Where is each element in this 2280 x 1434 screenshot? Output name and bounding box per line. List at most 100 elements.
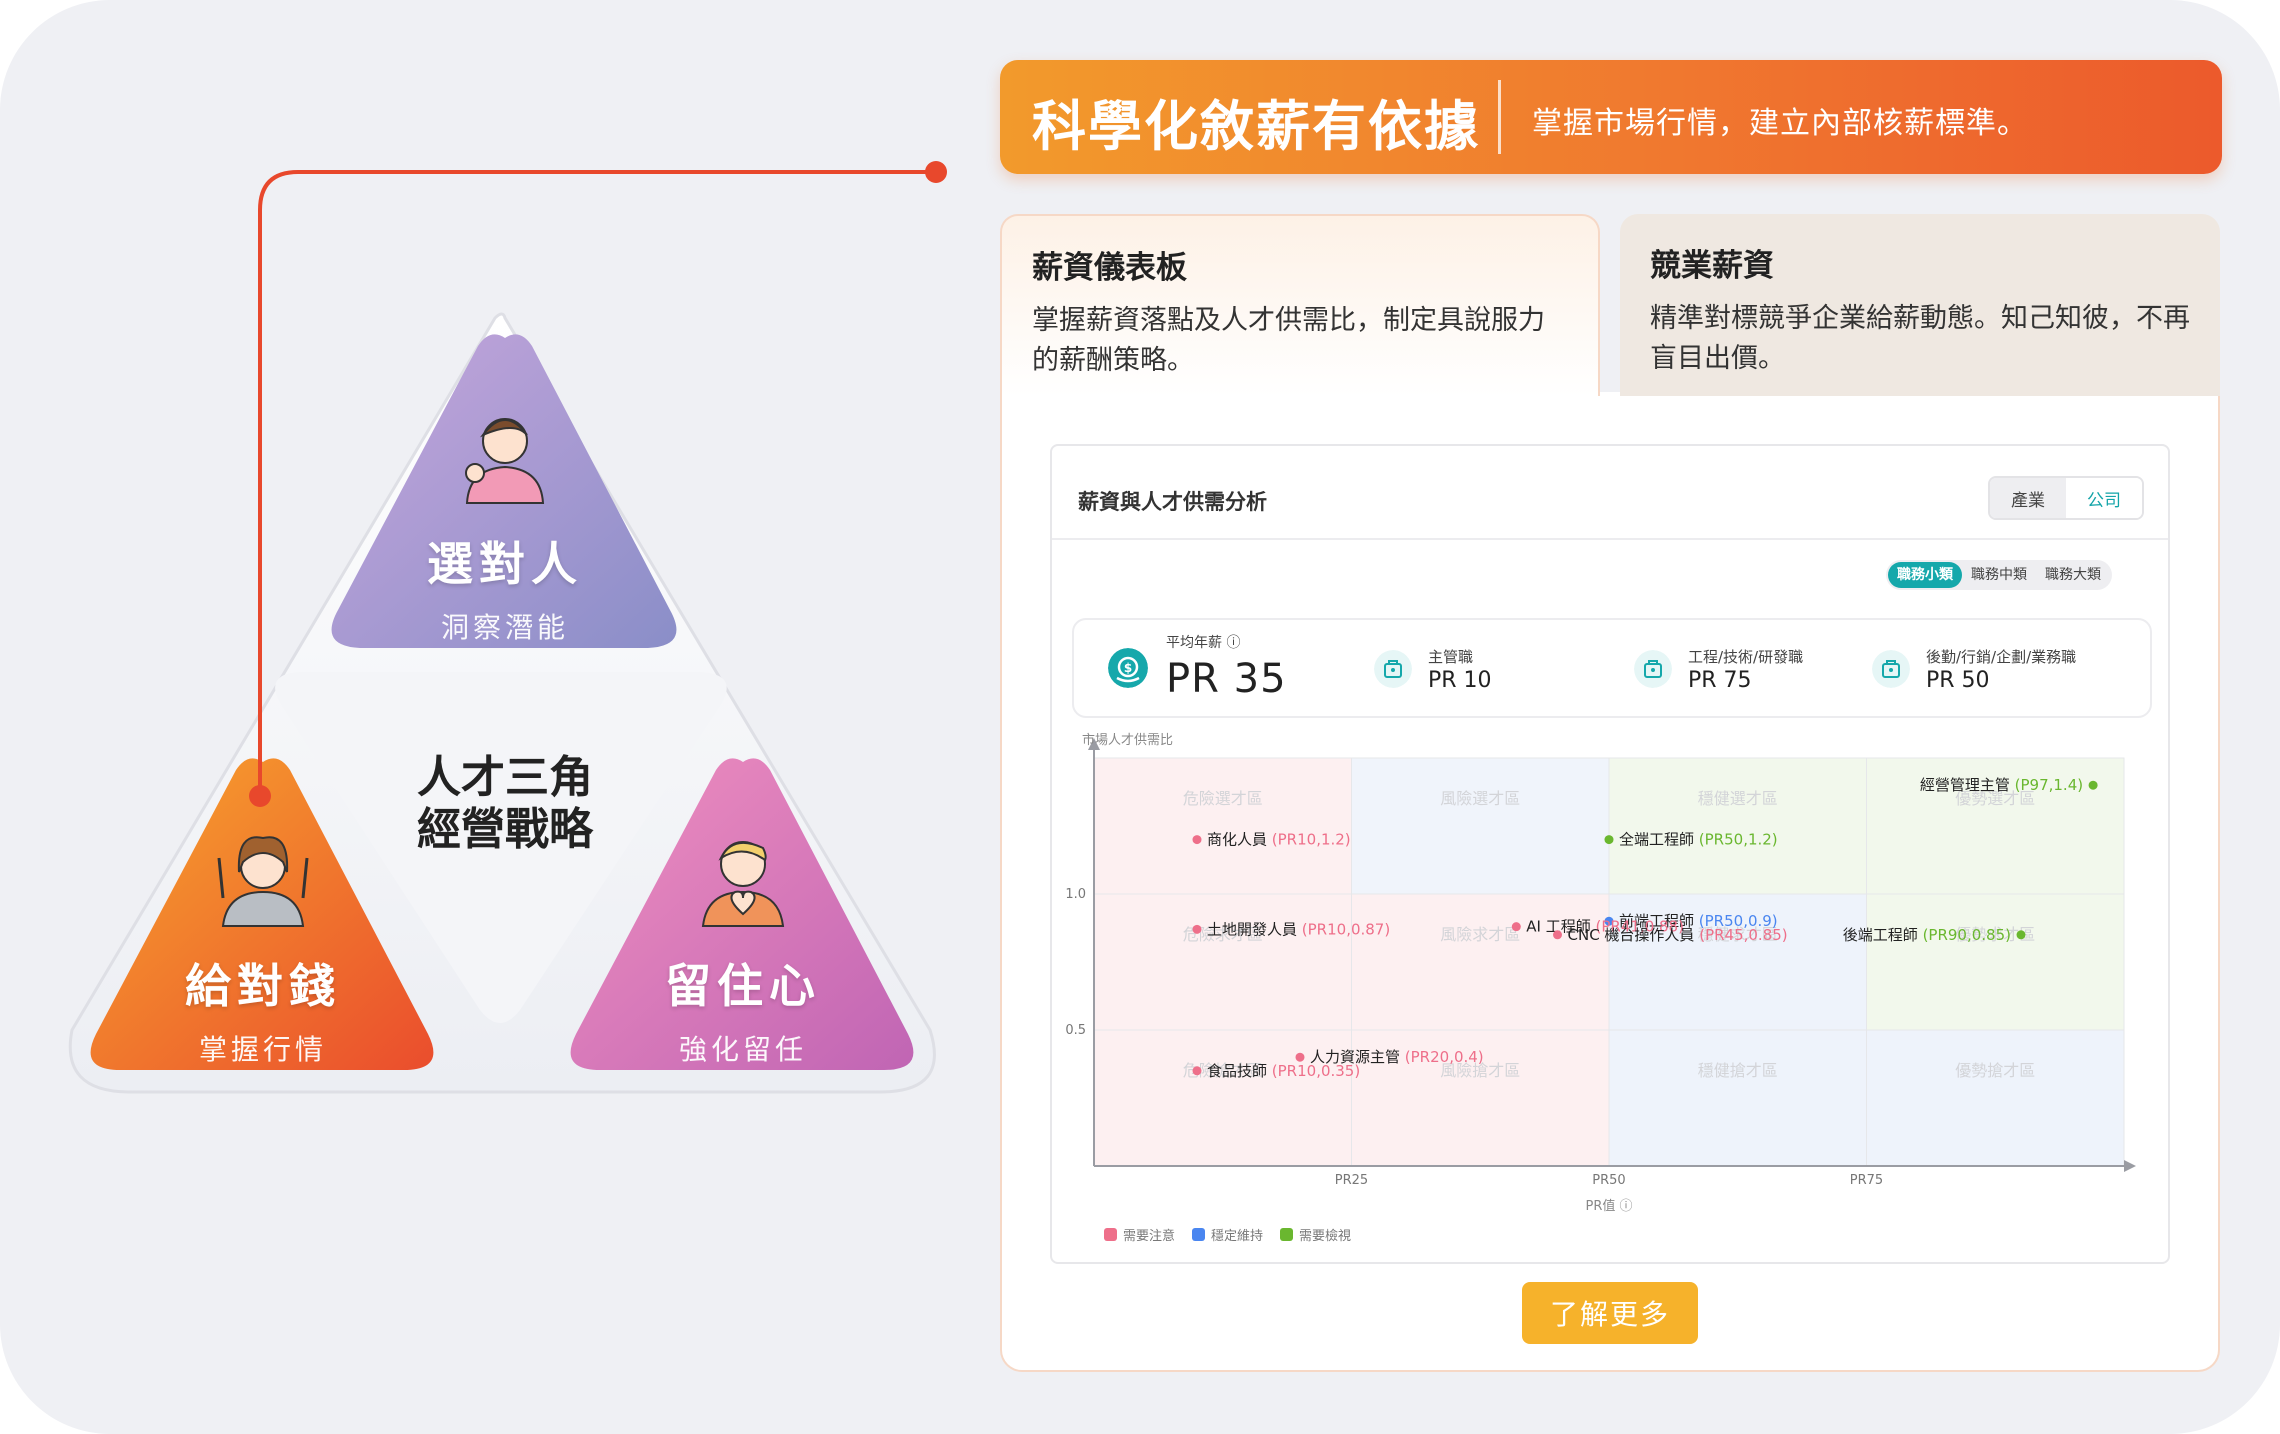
legend-label: 穩定維持 [1211,1229,1263,1244]
stat-average-salary: $ 平均年薪 ⓘ PR 35 [1074,620,1374,716]
chart-zone [1608,757,1867,895]
chart-zone-label: 優勢選才區 [1955,789,2035,808]
top-triangle-text: 選對人 洞察潛能 [405,528,605,646]
banner-title: 科學化敘薪有依據 [1032,95,1480,158]
legend-swatch [1280,1228,1293,1241]
level-option-medium[interactable]: 職務中類 [1971,567,2027,583]
dashboard-title: 薪資與人才供需分析 [1078,490,1267,514]
chart-zone-label: 風險求才區 [1440,925,1520,944]
right-triangle-subtitle: 強化留任 [678,1033,807,1066]
header-banner: 科學化敘薪有依據 掌握市場行情，建立內部核薪標準。 [1000,60,2222,174]
diagram-center-title: 人才三角 經營戰略 [380,752,630,856]
center-title-line2: 經營戰略 [417,804,593,855]
card-divider [1052,538,2168,540]
data-point-label: CNC 機台操作人員 (PR45,0.85) [1568,926,1788,944]
level-option-large[interactable]: 職務大類 [2045,567,2101,583]
right-triangle-text: 留住心 強化留任 [643,950,843,1068]
legend-label: 需要注意 [1123,1228,1175,1244]
person-heart-icon [701,841,785,927]
chart-zone [1866,1029,2125,1167]
chart-zone [1608,893,1867,1031]
left-triangle-text: 給對錢 掌握行情 [163,950,363,1068]
briefcase-icon [1872,650,1910,688]
scope-toggle: 產業 公司 [1988,476,2144,520]
left-triangle-subtitle: 掌握行情 [198,1033,327,1066]
x-axis-arrow [2124,1160,2136,1172]
data-point-label: AI 工程師 (PR41,0.88) [1526,918,1684,936]
top-triangle-subtitle: 洞察潛能 [440,611,569,644]
legend-label: 需要檢視 [1299,1228,1351,1244]
scope-option-company[interactable]: 公司 [2066,478,2142,518]
stat-value: PR 10 [1428,668,1492,693]
chart-zone [1866,757,2125,895]
right-triangle-title: 留住心 [665,959,821,1013]
connector-end-dot [925,161,947,183]
data-point [1192,1066,1202,1076]
level-toggle: 職務小類 職務中類 職務大類 [1886,560,2112,590]
left-triangle-title: 給對錢 [185,959,341,1013]
y-axis-arrow [1088,738,1100,750]
data-point-label: 經營管理主管 (P97,1.4) [1920,776,2083,794]
talent-triangle-diagram [68,170,936,1094]
dashboard-card: 薪資與人才供需分析 產業 公司 職務小類 職務中類 職務大類 $ 平均年薪 ⓘ … [1050,444,2170,1264]
stat-label: 工程/技術/研發職 [1688,648,1804,666]
stat-manager: 主管職 PR 10 [1374,620,1634,716]
data-point [1553,930,1562,940]
chart-zone [1866,893,2125,1031]
supply-demand-chart: 危險選才區風險選才區穩健選才區優勢選才區危險求才區風險求才區穩健求才區優勢求才區… [1065,732,2136,1244]
chart-zone [1608,1029,1867,1167]
chart-zone [1093,893,1352,1031]
top-triangle-title: 選對人 [427,537,583,591]
stat-value: PR 35 [1166,656,1287,702]
chart-zone-label: 穩健選才區 [1698,789,1778,808]
y-tick-label: 0.5 [1065,1023,1086,1038]
data-point-label: 土地開發人員 (PR10,0.87) [1207,920,1390,938]
person-thumbsup-icon [465,418,545,504]
x-tick-label: PR50 [1592,1173,1625,1188]
chart-zone [1093,757,1352,895]
stat-label: 後勤/行銷/企劃/業務職 [1926,648,2077,666]
chart-zone-label: 危險搶才區 [1183,1061,1263,1080]
tab-description: 掌握薪資落點及人才供需比，制定具說服力的薪酬策略。 [1032,305,1545,376]
tab-description: 精準對標競爭企業給薪動態。知己知彼，不再盲目出價。 [1650,303,2190,374]
stats-summary: $ 平均年薪 ⓘ PR 35 主管職 PR 10 [1072,618,2152,718]
data-point-label: 後端工程師 (PR90,0.85) [1843,926,2011,944]
connector-start-dot [249,785,271,807]
person-cheer-icon [217,836,309,927]
stat-value: PR 75 [1688,668,1752,693]
chart-zone-label: 穩健搶才區 [1698,1061,1778,1080]
chart-zone-label: 危險選才區 [1183,789,1263,808]
data-point-label: 全端工程師 (PR50,1.2) [1619,831,1778,849]
tab-competitor-salary[interactable]: 競業薪資 精準對標競爭企業給薪動態。知己知彼，不再盲目出價。 [1620,214,2220,396]
data-point-label: 人力資源主管 (PR20,0.4) [1310,1048,1484,1066]
stat-engineering: 工程/技術/研發職 PR 75 [1634,620,1894,716]
money-icon: $ [1108,648,1148,688]
legend-swatch [1192,1228,1205,1241]
data-point-label: 前端工程師 (PR50,0.9) [1619,912,1778,930]
center-triangle [275,672,727,1023]
chart-zone-label: 風險搶才區 [1440,1061,1520,1080]
data-point-label: 商化人員 (PR10,1.2) [1207,831,1351,849]
level-option-small[interactable]: 職務小類 [1888,562,1962,588]
data-point [1192,924,1202,934]
y-tick-label: 1.0 [1065,887,1086,902]
tab-salary-dashboard[interactable]: 薪資儀表板 掌握薪資落點及人才供需比，制定具說服力的薪酬策略。 [1000,214,1600,396]
chart-zone-label: 穩健求才區 [1698,925,1778,944]
svg-text:$: $ [1124,661,1132,675]
chart-zone-label: 危險求才區 [1183,925,1263,944]
stat-logistics: 後勤/行銷/企劃/業務職 PR 50 [1872,620,2152,716]
connector-line [258,170,935,796]
chart-zone [1093,1029,1352,1167]
tab-title: 競業薪資 [1650,248,1774,284]
data-point [1192,835,1202,845]
learn-more-button[interactable]: 了解更多 [1522,1282,1698,1344]
center-title-line1: 人才三角 [417,752,593,803]
x-axis-label: PR值 ⓘ [1585,1198,1632,1214]
scope-option-industry[interactable]: 產業 [1990,478,2066,518]
chart-zone [1351,757,1610,895]
x-tick-label: PR75 [1850,1173,1883,1188]
chart-zone [1351,1029,1610,1167]
data-point [1511,922,1521,932]
data-point [1604,916,1614,926]
